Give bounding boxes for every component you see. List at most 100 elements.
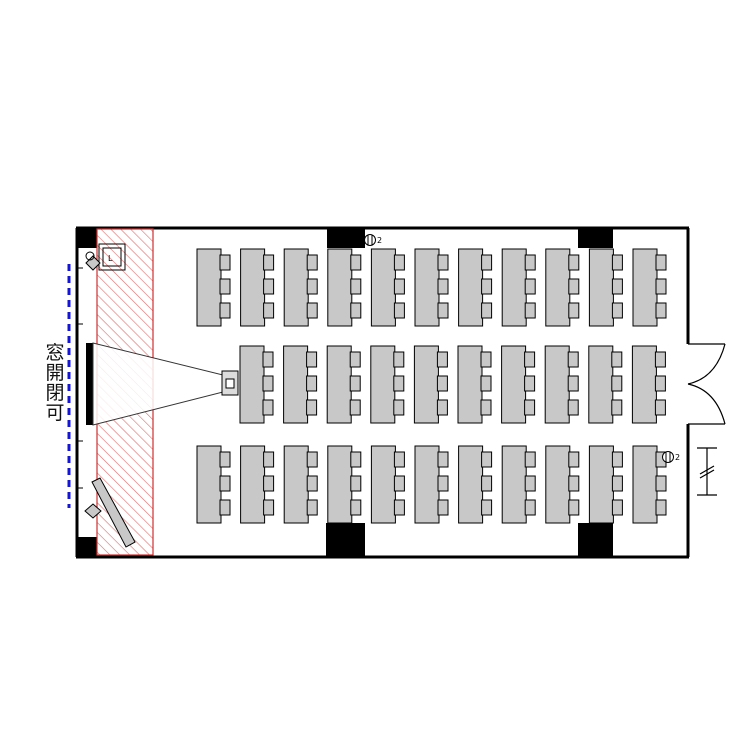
seat [262, 399, 274, 416]
window-note-char: 開 [45, 362, 65, 384]
seat [306, 302, 318, 319]
desk-unit [370, 445, 405, 524]
seat [611, 475, 623, 492]
teacher-desk [84, 477, 136, 548]
seat [611, 278, 623, 295]
seat [306, 475, 318, 492]
seat [611, 302, 623, 319]
desk-unit [458, 445, 493, 524]
desk-unit [327, 248, 362, 327]
desk-unit [283, 445, 318, 524]
seat [393, 475, 405, 492]
seat [481, 475, 493, 492]
desk [283, 248, 309, 327]
seat [568, 451, 580, 468]
lectern: L [98, 243, 126, 271]
seat [655, 302, 667, 319]
seat [436, 375, 448, 392]
seat [567, 399, 579, 416]
projector [221, 370, 239, 396]
seat [219, 254, 231, 271]
desk [588, 345, 614, 424]
desk-unit [544, 345, 579, 424]
seat [306, 451, 318, 468]
desk-unit [370, 248, 405, 327]
seat [524, 375, 536, 392]
desk [631, 345, 657, 424]
seat [524, 399, 536, 416]
seat [262, 351, 274, 368]
seat [654, 351, 666, 368]
seat [263, 475, 275, 492]
desk-unit [632, 445, 667, 524]
desk-unit [370, 345, 405, 424]
desk-unit [283, 345, 318, 424]
desk-unit [458, 248, 493, 327]
window-note: 窓 開 閉 可 [44, 343, 66, 423]
seat [481, 499, 493, 516]
seat [481, 254, 493, 271]
seat [568, 302, 580, 319]
seat [436, 351, 448, 368]
desk [239, 345, 265, 424]
seat [654, 399, 666, 416]
seat [524, 254, 536, 271]
seat [306, 278, 318, 295]
desk [370, 445, 396, 524]
desk [370, 345, 396, 424]
seat [655, 278, 667, 295]
seat [263, 278, 275, 295]
desk-unit [545, 445, 580, 524]
seat [568, 254, 580, 271]
seat [611, 375, 623, 392]
seat [524, 499, 536, 516]
seat [481, 278, 493, 295]
seat [219, 499, 231, 516]
seat [393, 254, 405, 271]
seat [524, 278, 536, 295]
desk-unit [588, 248, 623, 327]
seat [437, 278, 449, 295]
desk [414, 445, 440, 524]
desk [458, 445, 484, 524]
seat [393, 375, 405, 392]
seat [219, 451, 231, 468]
desk [283, 445, 309, 524]
seat [568, 499, 580, 516]
seat [655, 475, 667, 492]
outlet-label: 2 [675, 453, 680, 462]
desk-unit [501, 445, 536, 524]
seat [524, 351, 536, 368]
window-note-char: 可 [45, 402, 65, 424]
seat [437, 302, 449, 319]
screen [86, 343, 93, 425]
corner-chair [85, 251, 101, 271]
desk [326, 345, 352, 424]
window-note-char: 閉 [45, 382, 65, 404]
desk-unit [327, 445, 362, 524]
pillars [77, 229, 613, 557]
desk-unit [413, 345, 448, 424]
desk-layer [196, 248, 667, 524]
seat [567, 351, 579, 368]
seat [524, 302, 536, 319]
seat [350, 302, 362, 319]
desk [545, 248, 571, 327]
desk [544, 345, 570, 424]
seat [263, 302, 275, 319]
seat [350, 475, 362, 492]
desk-unit [588, 445, 623, 524]
desk [457, 345, 483, 424]
seat [437, 499, 449, 516]
seat [393, 302, 405, 319]
desk [414, 248, 440, 327]
seat [349, 399, 361, 416]
seat [480, 399, 492, 416]
seat [306, 399, 318, 416]
desk [327, 445, 353, 524]
desk [240, 248, 266, 327]
seat [611, 499, 623, 516]
seat [436, 399, 448, 416]
desk [588, 248, 614, 327]
